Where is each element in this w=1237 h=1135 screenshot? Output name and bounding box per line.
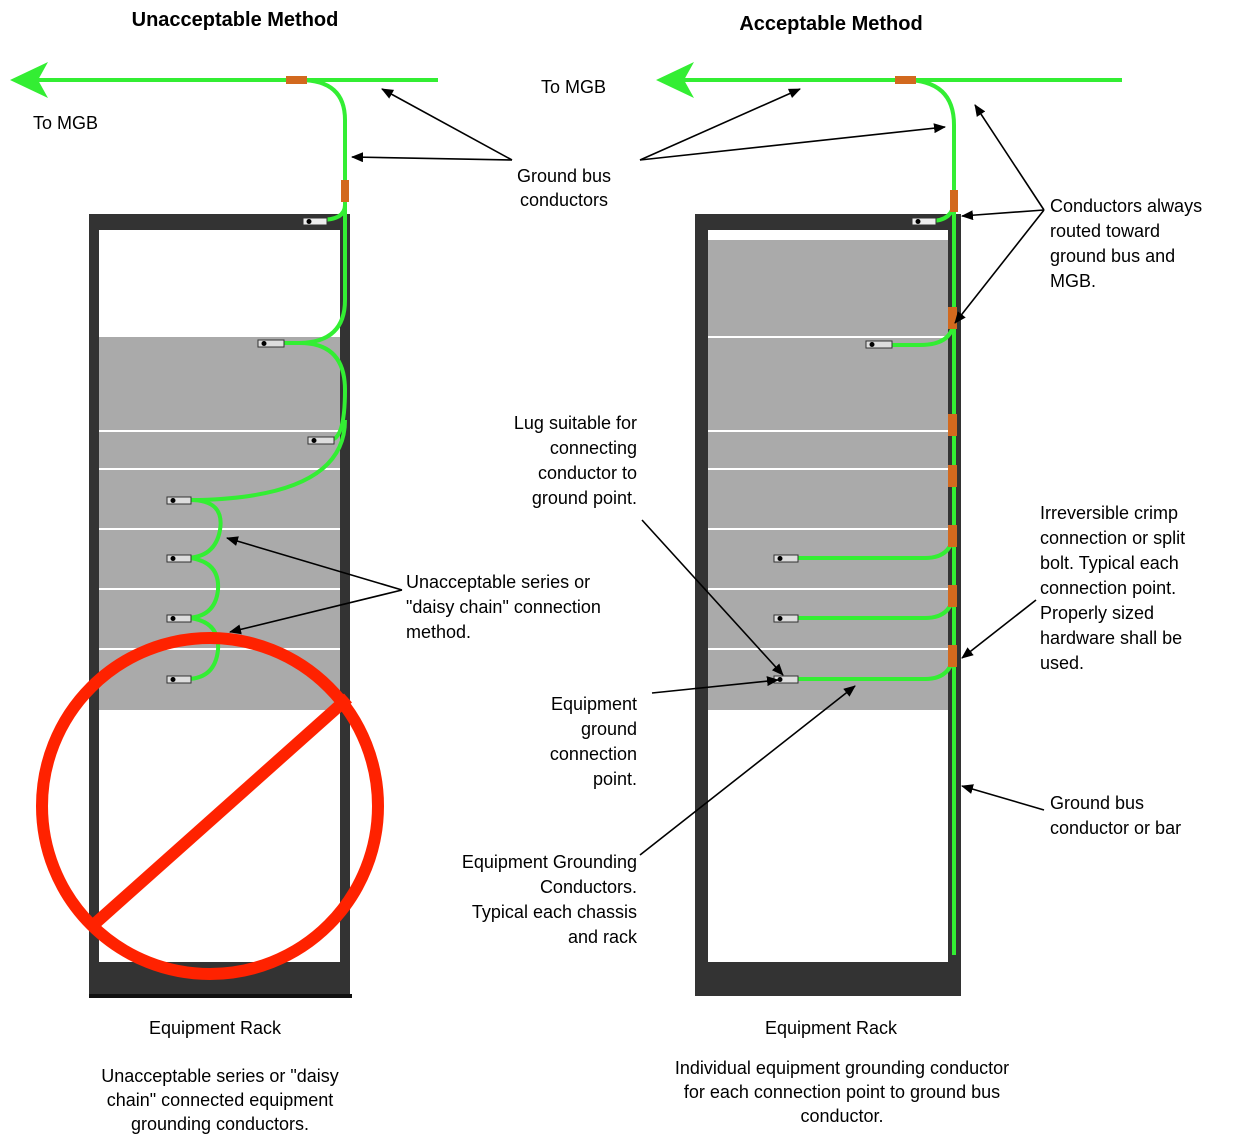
crimp-label-line4: connection point. (1040, 578, 1176, 598)
egc-label-line2: Conductors. (540, 877, 637, 897)
crimp-label-line3: bolt. Typical each (1040, 553, 1179, 573)
conductors-routed-line4: MGB. (1050, 271, 1096, 291)
series-label-line3: method. (406, 622, 471, 642)
splice-left-top (286, 76, 307, 84)
equipment-point-line4: point. (593, 769, 637, 789)
right-rack-label: Equipment Rack (765, 1018, 898, 1038)
series-label-line2: "daisy chain" connection (406, 597, 601, 617)
lug-label-line2: connecting (550, 438, 637, 458)
ground-bus-bar-line1: Ground bus (1050, 793, 1144, 813)
egc-label-line4: and rack (568, 927, 638, 947)
left-title: Unacceptable Method (132, 9, 339, 31)
lug (166, 496, 192, 505)
ground-bus-conductors-line1: Ground bus (517, 166, 611, 186)
left-caption-line1: Unacceptable series or "daisy (101, 1066, 339, 1086)
lug-label-line1: Lug suitable for (514, 413, 637, 433)
crimp-label-line5: Properly sized (1040, 603, 1154, 623)
lug (257, 339, 285, 348)
lug-label-line3: conductor to (538, 463, 637, 483)
crimp-label-line1: Irreversible crimp (1040, 503, 1178, 523)
left-ground-conductors (20, 78, 438, 681)
lug (307, 436, 335, 445)
crimp-label-line6: hardware shall be (1040, 628, 1182, 648)
crimp-label-line2: connection or split (1040, 528, 1185, 548)
egc-label-line3: Typical each chassis (472, 902, 637, 922)
lug (166, 614, 192, 623)
lug (773, 614, 799, 623)
lug-label-line4: ground point. (532, 488, 637, 508)
right-equipment-rack (695, 214, 961, 996)
equipment-point-line1: Equipment (551, 694, 637, 714)
crimp-label-line7: used. (1040, 653, 1084, 673)
right-caption-line3: conductor. (800, 1106, 883, 1126)
equipment-point-line2: ground (581, 719, 637, 739)
left-to-mgb-label: To MGB (33, 113, 98, 133)
left-pointers (226, 88, 513, 635)
arrow-left-icon (10, 62, 48, 98)
conductors-routed-line1: Conductors always (1050, 196, 1202, 216)
right-to-mgb-label: To MGB (541, 77, 606, 97)
right-lugs (773, 217, 937, 684)
left-lugs (166, 217, 335, 684)
left-caption-line2: chain" connected equipment (107, 1090, 334, 1110)
conductors-routed-line2: routed toward (1050, 221, 1160, 241)
series-label-line1: Unacceptable series or (406, 572, 590, 592)
arrow-left-icon (656, 62, 694, 98)
lug (302, 217, 328, 226)
left-caption-line3: grounding conductors. (131, 1114, 309, 1134)
right-title: Acceptable Method (739, 13, 922, 35)
left-rack-label: Equipment Rack (149, 1018, 282, 1038)
right-equipment-stack (708, 240, 948, 710)
lug (773, 554, 799, 563)
no-sign-icon (36, 632, 384, 980)
lug (911, 217, 937, 226)
right-splices (895, 76, 958, 667)
splice-left-drop (341, 180, 349, 202)
lug (865, 340, 893, 349)
right-caption-line1: Individual equipment grounding conductor (675, 1058, 1009, 1078)
ground-bus-bar-line2: conductor or bar (1050, 818, 1181, 838)
egc-label-line1: Equipment Grounding (462, 852, 637, 872)
left-equipment-rack (89, 214, 352, 998)
right-caption-line2: for each connection point to ground bus (684, 1082, 1000, 1102)
lug (166, 554, 192, 563)
ground-bus-conductors-line2: conductors (520, 190, 608, 210)
conductors-routed-line3: ground bus and (1050, 246, 1175, 266)
lug (166, 675, 192, 684)
right-pointers (639, 88, 1045, 856)
equipment-point-line3: connection (550, 744, 637, 764)
